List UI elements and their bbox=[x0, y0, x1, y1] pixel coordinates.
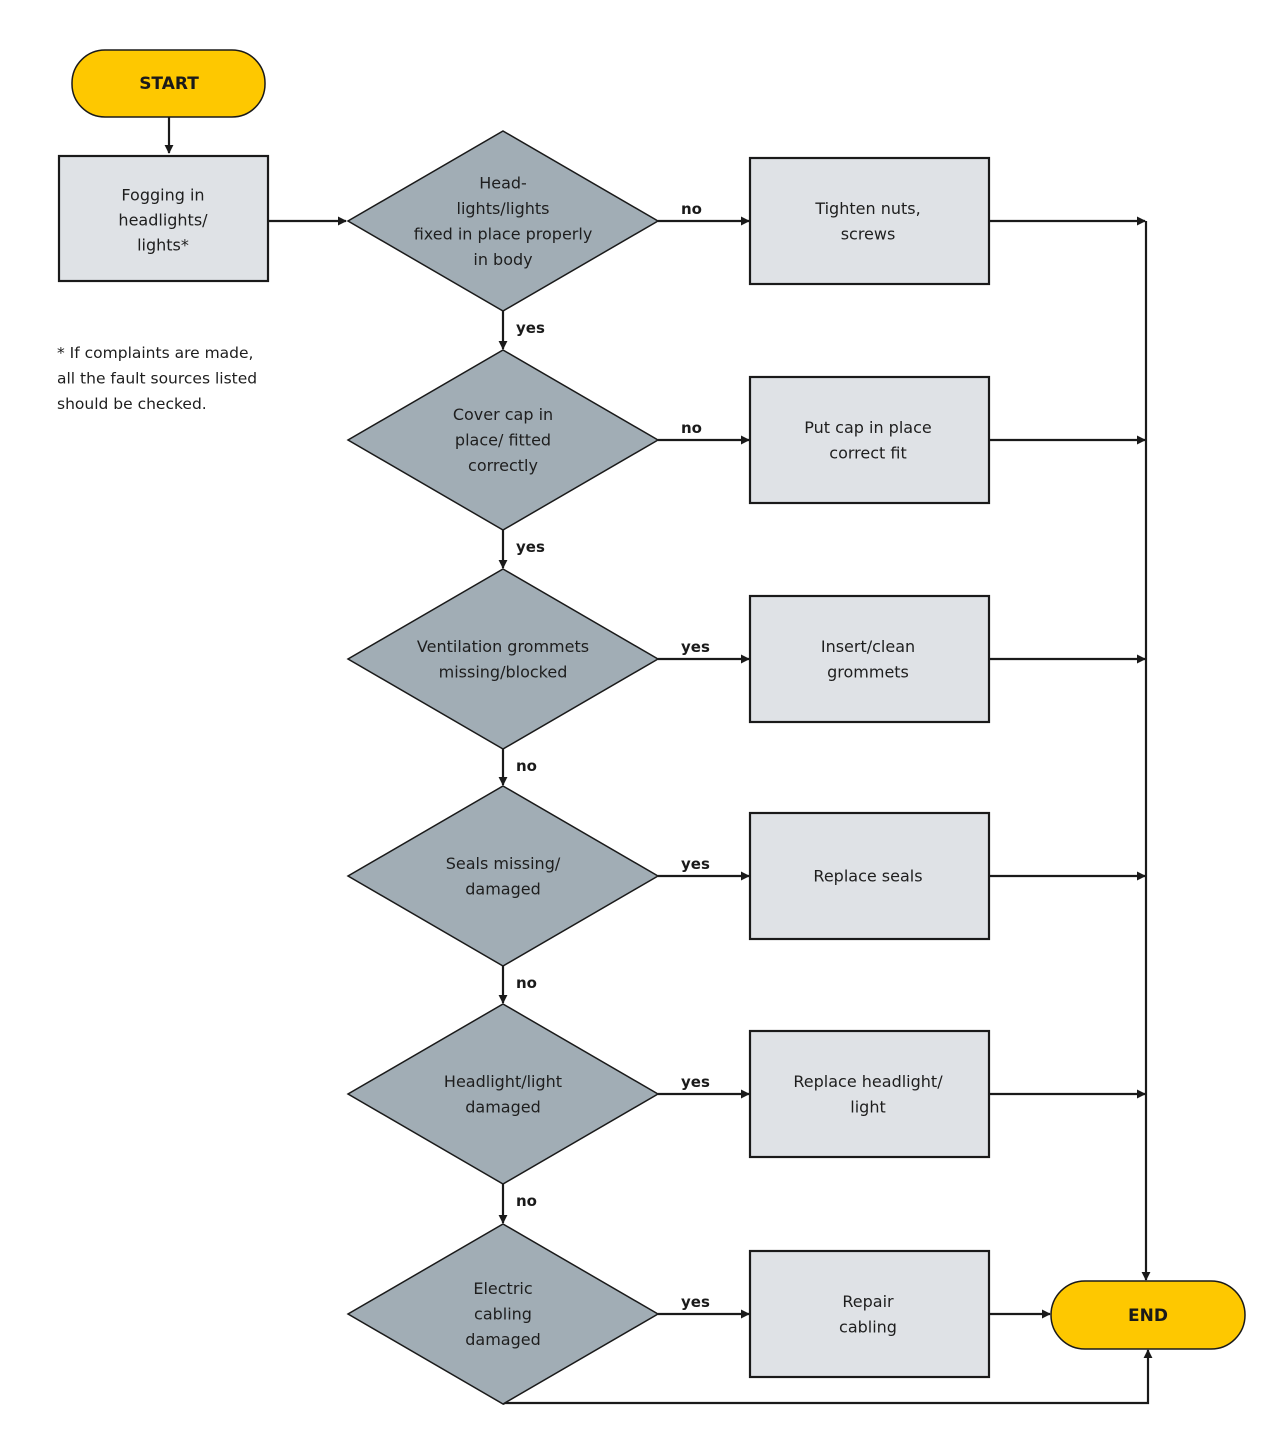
start-label: START bbox=[139, 74, 199, 94]
edge-label-right-6: yes bbox=[681, 1293, 710, 1311]
decision-label-2-line: correctly bbox=[468, 456, 538, 475]
action-label-3: Insert/clean grommets bbox=[821, 637, 915, 682]
end-terminal bbox=[1050, 1280, 1246, 1350]
action-box-3 bbox=[748, 594, 991, 724]
action-box-5 bbox=[748, 1029, 991, 1159]
edge-label-down-2: yes bbox=[516, 538, 545, 556]
edge-label-right-1: no bbox=[681, 200, 702, 218]
edge-label-down-1: yes bbox=[516, 319, 545, 337]
decision-label-2: Cover cap in place/ fitted correctly bbox=[453, 405, 553, 475]
edge-label-right-4: yes bbox=[681, 855, 710, 873]
action-label-6: Repair cabling bbox=[839, 1292, 897, 1337]
decision-label-5: Headlight/light damaged bbox=[444, 1072, 562, 1117]
action-label-6-line: Repair bbox=[842, 1292, 894, 1311]
decision-label-1-line: in body bbox=[473, 250, 532, 269]
decision-label-4: Seals missing/damaged bbox=[446, 854, 561, 899]
action-label-3-line: Insert/clean bbox=[821, 637, 915, 656]
decision-label-1-line: fixed in place properly bbox=[414, 224, 593, 243]
action-label-6-line: cabling bbox=[839, 1317, 897, 1336]
action-label-5-line: light bbox=[850, 1097, 885, 1116]
end-label: END bbox=[1128, 1306, 1168, 1326]
decision-label-3: Ventilation grommets missing/blocked bbox=[417, 637, 589, 682]
decision-label-5-line: Headlight/light bbox=[444, 1072, 562, 1091]
decision-diamond-4 bbox=[346, 785, 660, 967]
action-label-4-line: Replace seals bbox=[813, 867, 922, 886]
decision-label-2-line: Cover cap in bbox=[453, 405, 553, 424]
decision-diamond-1 bbox=[346, 130, 660, 312]
action-label-1: Tighten nuts, screws bbox=[814, 199, 920, 244]
decision-label-3-line: missing/blocked bbox=[439, 662, 568, 681]
decision-label-6-line: Electric bbox=[473, 1279, 532, 1298]
decision-diamond-2 bbox=[346, 349, 660, 531]
action-label-5: Replace headlight/light bbox=[793, 1072, 943, 1117]
decision-diamond-5 bbox=[346, 1003, 660, 1185]
action-box-6 bbox=[748, 1249, 991, 1379]
decision-label-5-line: damaged bbox=[465, 1097, 541, 1116]
action-label-1-line: Tighten nuts, bbox=[814, 199, 920, 218]
edge-label-down-4: no bbox=[516, 974, 537, 992]
fogging-process-label-line: lights* bbox=[137, 236, 189, 255]
edge-label-right-3: yes bbox=[681, 638, 710, 656]
footnote-line: * If complaints are made, bbox=[57, 344, 253, 362]
fogging-process-box bbox=[57, 154, 270, 283]
footnote-line: all the fault sources listed bbox=[57, 370, 257, 388]
decision-diamond-6 bbox=[346, 1223, 660, 1405]
fogging-process-label-line: headlights/ bbox=[118, 211, 208, 230]
action-box-4 bbox=[748, 811, 991, 941]
decision-label-4-line: Seals missing/ bbox=[446, 854, 561, 873]
action-label-1-line: screws bbox=[841, 224, 896, 243]
edge-label-down-3: no bbox=[516, 757, 537, 775]
edge-label-right-2: no bbox=[681, 419, 702, 437]
decision-label-6-line: damaged bbox=[465, 1330, 541, 1349]
edge-label-right-5: yes bbox=[681, 1073, 710, 1091]
decision-diamond-3 bbox=[346, 568, 660, 750]
decision-label-2-line: place/ fitted bbox=[455, 431, 551, 450]
fogging-process-label: Fogging in headlights/lights* bbox=[118, 186, 208, 255]
decision-label-6-line: cabling bbox=[474, 1305, 532, 1324]
decision-label-4-line: damaged bbox=[465, 879, 541, 898]
decision-label-6: Electric cabling damaged bbox=[465, 1279, 541, 1349]
decision-label-1: Head-lights/lights fixed in place properl… bbox=[414, 173, 593, 269]
fogging-process-label-line: Fogging in bbox=[121, 186, 204, 205]
action-label-5-line: Replace headlight/ bbox=[793, 1072, 943, 1091]
action-label-2-line: correct fit bbox=[829, 443, 906, 462]
edge-label-down-5: no bbox=[516, 1192, 537, 1210]
action-label-2-line: Put cap in place bbox=[804, 418, 931, 437]
action-label-3-line: grommets bbox=[827, 662, 909, 681]
decision-label-1-line: Head- bbox=[479, 173, 527, 192]
decision-label-3-line: Ventilation grommets bbox=[417, 637, 589, 656]
start-terminal bbox=[71, 49, 266, 118]
action-box-1 bbox=[748, 156, 991, 286]
action-label-2: Put cap in place correct fit bbox=[804, 418, 931, 463]
action-label-4: Replace seals bbox=[813, 867, 922, 886]
footnote-line: should be checked. bbox=[57, 395, 207, 413]
footnote: * If complaints are made, all the fault s… bbox=[57, 344, 257, 413]
action-box-2 bbox=[748, 375, 991, 505]
decision-label-1-line: lights/lights bbox=[457, 199, 550, 218]
